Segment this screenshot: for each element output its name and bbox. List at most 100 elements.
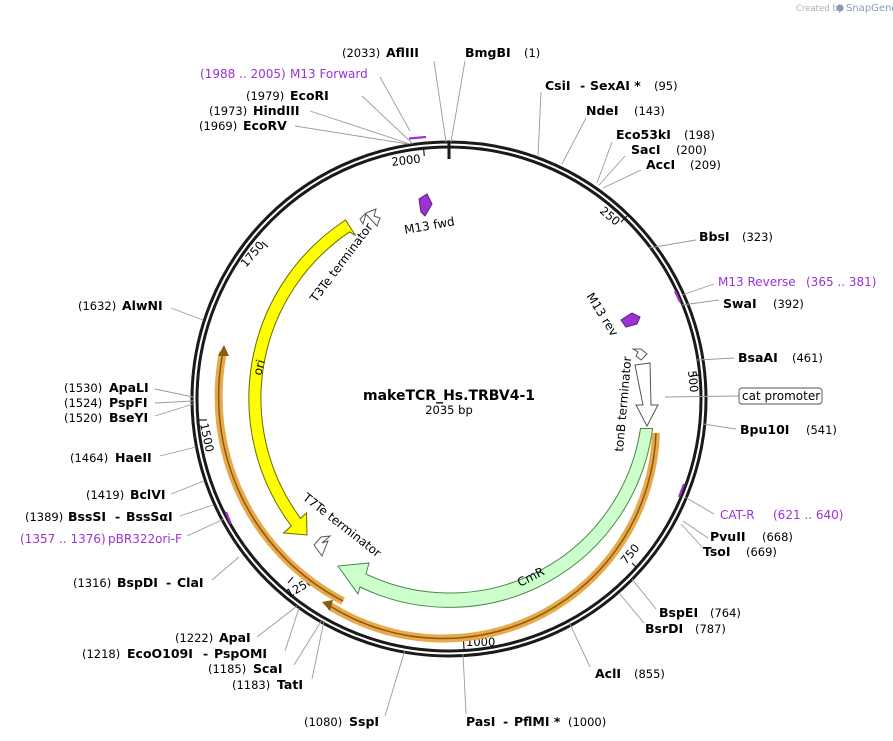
enzyme-alwni[interactable]: (1632) AlwNI [78, 298, 163, 313]
enzyme-bmgbi[interactable]: BmgBI (1) [465, 45, 540, 60]
primer-pbr322ori-f-range: (1357 .. 1376) [20, 532, 106, 546]
enzyme-bsrdi-pos: (787) [695, 622, 726, 636]
enzyme-eco0109i-name2: PspOMI [214, 646, 267, 661]
enzyme-bspei-pos: (764) [710, 606, 741, 620]
enzyme-bseyi[interactable]: (1520) BseYI [64, 410, 148, 425]
enzyme-bsrdi[interactable]: BsrDI (787) [645, 621, 726, 636]
bseyi-leader [154, 403, 194, 417]
tick-mark-750 [631, 562, 638, 569]
enzyme-alwni-pos: (1632) [78, 299, 116, 313]
enzyme-eco53ki[interactable]: Eco53kI (198) [616, 127, 715, 142]
enzyme-pasi[interactable]: PasI - PflMI * (1000) [466, 714, 606, 729]
enzyme-acli-name: AclI [595, 666, 621, 681]
enzyme-tsoi[interactable]: TsoI (669) [703, 544, 777, 559]
enzyme-ecorv[interactable]: (1969) EcoRV [199, 118, 287, 133]
enzyme-apai[interactable]: (1222) ApaI [175, 630, 251, 645]
enzyme-haeii[interactable]: (1464) HaeII [70, 450, 152, 465]
m13-fwd-arrow[interactable] [418, 193, 433, 217]
enzyme-leader-lines [154, 60, 737, 717]
m13-rev-arrow[interactable] [620, 312, 641, 328]
enzyme-eco0109i-sep: - [203, 646, 208, 661]
enzyme-bsssi-pos: (1389) [25, 510, 63, 524]
enzyme-bbsi[interactable]: BbsI (323) [699, 229, 773, 244]
enzyme-ndei-name: NdeI [586, 103, 619, 118]
primer-m13-forward[interactable]: (1988 .. 2005) M13 Forward [200, 67, 368, 81]
enzyme-ndei[interactable]: NdeI (143) [586, 103, 665, 118]
cat-promoter-box[interactable] [738, 387, 823, 405]
enzyme-pvuii[interactable]: PvuII (668) [710, 529, 793, 544]
enzyme-bsaai-name: BsaAI [738, 350, 778, 365]
pasi-leader [462, 653, 467, 715]
enzyme-saci-pos: (200) [676, 143, 707, 157]
enzyme-tati[interactable]: (1183) TatI [232, 677, 303, 692]
enzyme-hindiii-pos: (1973) [209, 104, 247, 118]
snapgene-credit: Created by SnapGene [796, 3, 893, 14]
enzyme-scai[interactable]: (1185) ScaI [208, 661, 283, 676]
enzyme-bsssi-name2: BssSαI [126, 509, 173, 524]
ori-feature[interactable] [248, 219, 356, 536]
enzyme-bseyi-name: BseYI [109, 410, 148, 425]
enzyme-bsaai-pos: (461) [792, 351, 823, 365]
enzyme-bsaai[interactable]: BsaAI (461) [738, 350, 823, 365]
plasmid-name: makeTCR_Hs.TRBV4-1 [363, 388, 535, 404]
enzyme-eco53ki-pos: (198) [684, 128, 715, 142]
enzyme-pspfi[interactable]: (1524) PspFI [64, 395, 148, 410]
enzyme-sspi[interactable]: (1080) SspI [304, 714, 379, 729]
primer-pbr322ori-f[interactable]: (1357 .. 1376) pBR322ori-F [20, 532, 182, 546]
pvuii-leader [682, 520, 709, 539]
enzyme-bclvi-pos: (1419) [86, 488, 124, 502]
bspdi-leader [211, 556, 240, 581]
primer-pbr322ori-f-name: pBR322ori-F [108, 532, 182, 546]
enzyme-haeii-name: HaeII [115, 450, 152, 465]
enzyme-pspfi-pos: (1524) [64, 396, 102, 410]
enzyme-bclvi[interactable]: (1419) BclVI [86, 487, 166, 502]
tonb-terminator-arrow-2[interactable] [634, 362, 659, 428]
enzyme-afliii[interactable]: (2033) AflIII [342, 45, 419, 60]
enzyme-csii[interactable]: CsiI - SexAI * (95) [545, 78, 678, 93]
primer-cat-r[interactable]: CAT-R (621 .. 640) [720, 508, 843, 522]
tick-label-500: 500 [685, 370, 701, 393]
enzyme-apali-name: ApaLI [109, 380, 149, 395]
tonb-terminator-arrow-1[interactable] [631, 348, 648, 361]
cmr-feature[interactable] [337, 428, 654, 608]
enzyme-pasi-pos: (1000) [568, 715, 606, 729]
enzyme-swai[interactable]: SwaI (392) [723, 296, 804, 311]
ecorv-leader [294, 125, 409, 145]
hindiii-leader [309, 110, 411, 145]
enzyme-bsssi[interactable]: (1389) BssSI - BssSαI [25, 509, 173, 524]
enzyme-bspdi-pos: (1316) [73, 576, 111, 590]
tick-label-1500: 1500 [197, 422, 217, 454]
enzyme-bclvi-name: BclVI [130, 487, 166, 502]
enzyme-saci[interactable]: SacI (200) [631, 142, 707, 157]
bbsi-leader [648, 239, 697, 249]
enzyme-bpu10i[interactable]: Bpu10I (541) [740, 422, 837, 437]
t7te-terminator-arrow[interactable] [313, 535, 332, 558]
enzyme-acli[interactable]: AclI (855) [595, 666, 665, 681]
enzyme-scai-name: ScaI [253, 661, 283, 676]
tick-mark-2000 [422, 147, 425, 157]
t3te-terminator-arrow[interactable] [359, 208, 381, 227]
enzyme-hindiii[interactable]: (1973) HindIII [209, 103, 300, 118]
cat-r-leader [684, 496, 715, 515]
enzyme-bseyi-pos: (1520) [64, 411, 102, 425]
cmr-orf-arrowhead [322, 600, 333, 611]
enzyme-bspdi[interactable]: (1316) BspDI - ClaI [73, 575, 204, 590]
enzyme-acci[interactable]: AccI (209) [646, 157, 721, 172]
bpu10i-leader [702, 423, 737, 430]
enzyme-bspei[interactable]: BspEI (764) [659, 605, 741, 620]
tick-mark-250 [620, 215, 628, 223]
enzyme-ecori[interactable]: (1979) EcoRI [246, 88, 329, 103]
enzyme-pasi-name2: PflMI * [514, 714, 561, 729]
csii-leader [537, 91, 542, 158]
bmgbi-leader [450, 60, 466, 143]
enzyme-eco0109i[interactable]: (1218) EcoO109I - PspOMI [82, 646, 267, 661]
bclvi-leader [170, 480, 205, 495]
tonb-terminator-label: tonB terminator [612, 356, 634, 452]
enzyme-pspfi-name: PspFI [109, 395, 148, 410]
enzyme-apali[interactable]: (1530) ApaLI [64, 380, 149, 395]
apai-leader [256, 605, 298, 638]
cat-r-site [677, 483, 686, 498]
primer-m13-reverse[interactable]: M13 Reverse (365 .. 381) [718, 275, 876, 289]
enzyme-eco0109i-name: EcoO109I [127, 646, 193, 661]
